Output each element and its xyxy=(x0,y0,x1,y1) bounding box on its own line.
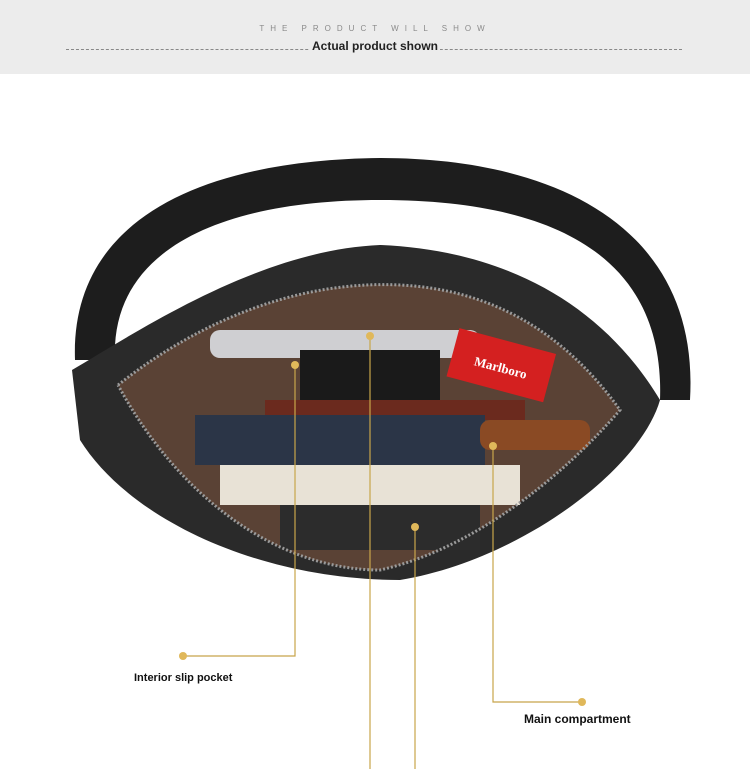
zipper xyxy=(116,283,622,572)
cigarette-box: Marlboro xyxy=(446,328,557,403)
annotation-dots xyxy=(179,332,586,706)
header-banner: THE PRODUCT WILL SHOW Actual product sho… xyxy=(0,0,750,74)
shoulder-strap xyxy=(74,158,691,400)
leader-line-main xyxy=(492,446,582,703)
umbrella xyxy=(195,415,485,465)
header-title-text: Actual product shown xyxy=(310,39,440,53)
label-interior-slip-pocket: Interior slip pocket xyxy=(134,672,233,684)
annotation-lines xyxy=(183,336,582,769)
header-title: Actual product shown xyxy=(0,39,750,53)
label-main-compartment: Main compartment xyxy=(524,712,631,726)
slip-pocket xyxy=(280,505,480,550)
header-subtitle: THE PRODUCT WILL SHOW xyxy=(259,24,491,33)
leader-line-slip-pocket xyxy=(183,365,296,657)
umbrella-handle xyxy=(480,420,590,450)
